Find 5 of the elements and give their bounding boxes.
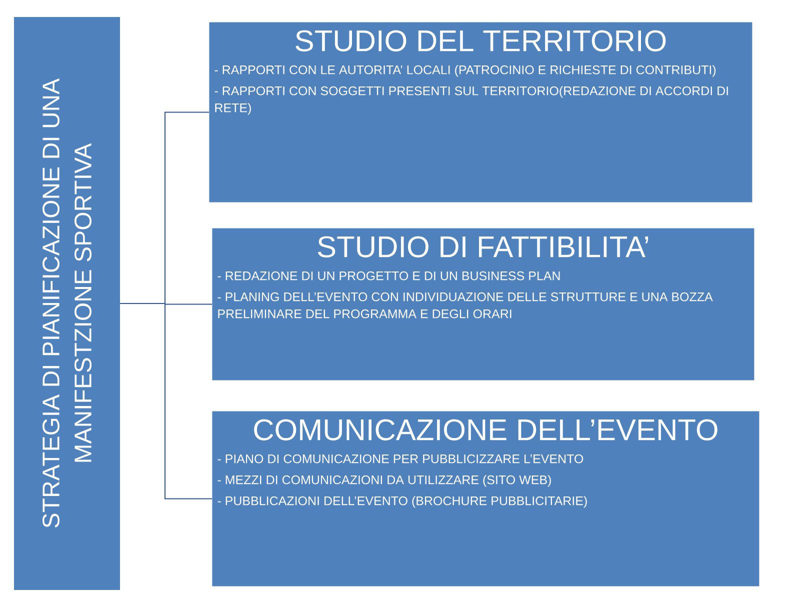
section-box: STUDIO DEL TERRITORIO - RAPPORTI CON LE AUTORITA’ LOCALI (PATROCINIO E RICHIESTE DI CONTRIBUTI) - RAPPORTI CON SOGGETTI PRESENTI SUL TERRITORIO(REDAZIONE DI ACCORDI DI RETE) (209, 22, 752, 202)
section-box: COMUNICAZIONE DELL’EVENTO - PIANO DI COMUNICAZIONE PER PUBBLICIZZARE L’EVENTO - MEZZI DI COMUNICAZIONI DA UTILIZZARE (SITO WEB) - PUBBLICAZIONI DELL’EVENTO (BROCHURE PUBBLICITARIE) (212, 411, 760, 586)
section-box: STUDIO DI FATTIBILITA’ - REDAZIONE DI UN PROGETTO E DI UN BUSINESS PLAN - PLANING DELL’EVENTO CON INDIVIDUAZIONE DELLE STRUTTURE E UNA BOZZA PRELIMINARE DEL PROGRAMMA E DEGLI ORARI (212, 228, 754, 380)
connector-line (120, 303, 212, 500)
title-box: STRATEGIA DI PIANIFICAZIONE DI UNA MANIFESTZIONE SPORTIVA (14, 17, 120, 590)
